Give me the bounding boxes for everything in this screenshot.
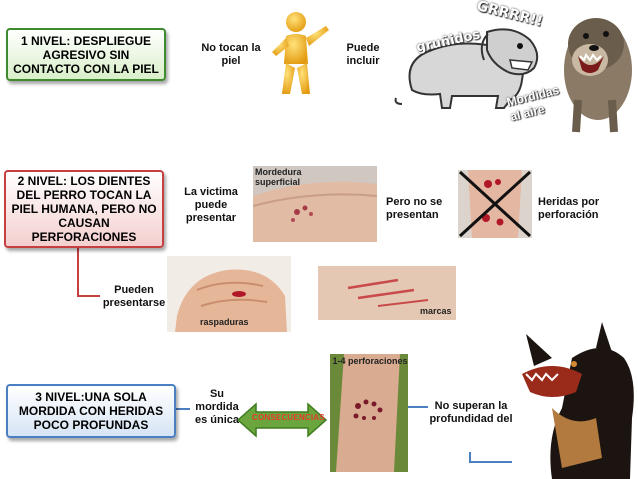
hand-scratch-photo (167, 256, 291, 332)
bite-marks-photo (330, 354, 408, 472)
puede-incluir-text: Puede incluir (346, 42, 380, 67)
level2-box: 2 NIVEL: LOS DIENTES DEL PERRO TOCAN LA … (4, 170, 164, 248)
pero-no-text: Pero no se presentan (386, 196, 443, 221)
marcas-label: marcas (420, 306, 452, 316)
double-arrow-icon (236, 402, 328, 438)
heridas-text: Heridas por perforación (538, 196, 600, 221)
barking-dog-photo (548, 0, 638, 134)
aggressive-dog-photo (512, 318, 638, 479)
consecuencias-label: CONSECUENCIAS (252, 413, 325, 422)
level3-box: 3 NIVEL:UNA SOLA MORDIDA CON HERIDAS POC… (6, 384, 176, 438)
no-superan-text: No superan la profundidad del (429, 400, 513, 425)
level1-title: 1 NIVEL: DESPLIEGUE AGRESIVO SIN CONTACT… (13, 33, 159, 76)
pueden-text: Pueden presentarse (102, 284, 166, 309)
raspaduras-label: raspaduras (200, 317, 249, 327)
victima-text: La victima puede presentar (184, 186, 238, 224)
perforaciones-label: 1-4 perforaciones (332, 356, 408, 366)
perforation-wound-photo (458, 170, 532, 238)
no-tocan-text: No tocan la piel (201, 42, 261, 67)
arm-scratches-photo (318, 266, 456, 320)
cartoon-dog-icon (394, 28, 539, 109)
level2-title: 2 NIVEL: LOS DIENTES DEL PERRO TOCAN LA … (11, 174, 157, 244)
level1-box: 1 NIVEL: DESPLIEGUE AGRESIVO SIN CONTACT… (6, 28, 166, 81)
level3-title: 3 NIVEL:UNA SOLA MORDIDA CON HERIDAS POC… (18, 390, 164, 432)
cross-mark-icon (458, 170, 532, 238)
su-mordida-text: Su mordida es única (194, 388, 240, 426)
bitten-arm-photo (253, 166, 377, 242)
mordedura-label: Mordedura superficial (255, 167, 302, 187)
figure-icon (272, 12, 329, 94)
